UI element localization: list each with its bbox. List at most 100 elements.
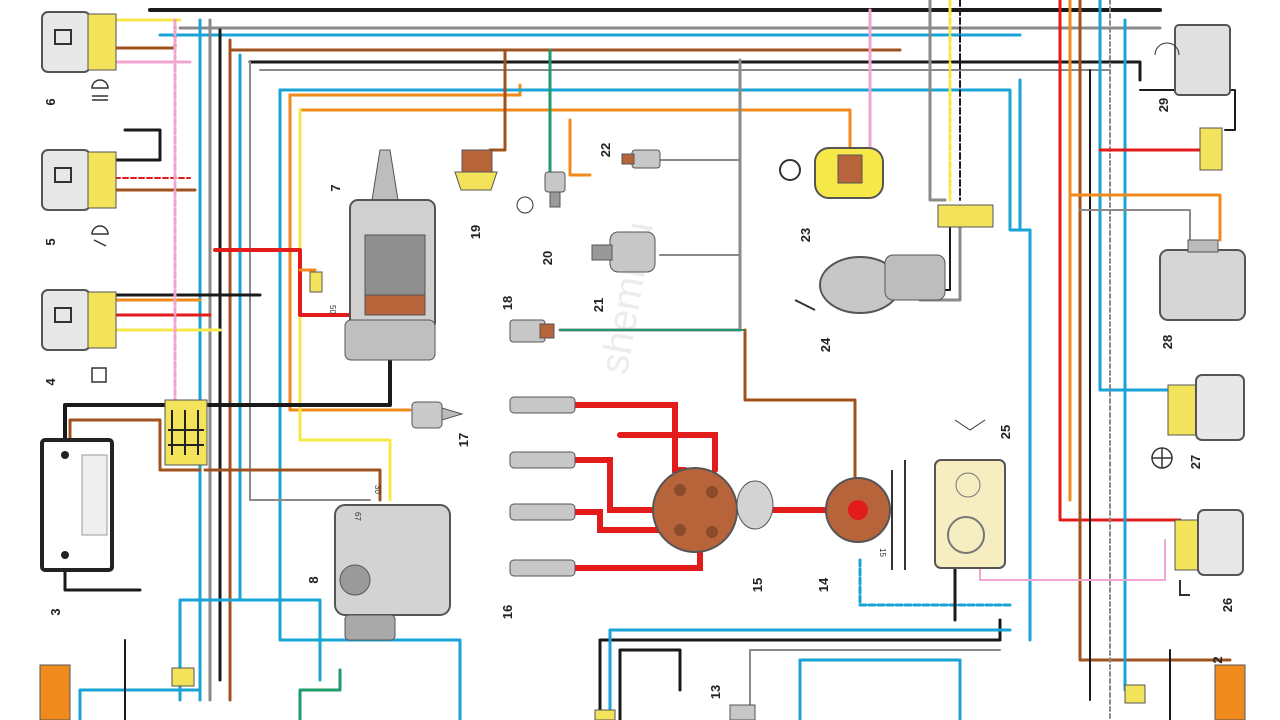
spark-plug-icon: [509, 396, 576, 577]
wiper-motor-icon: [794, 254, 946, 314]
ignition-coil-14[interactable]: [825, 460, 906, 570]
capacitor-icon: [411, 401, 464, 429]
fuse-block: [164, 399, 208, 466]
wire-washer-pink: [979, 539, 1166, 581]
high-beam-relay-icon: [91, 225, 109, 247]
component-label-27: 27: [1188, 455, 1203, 469]
component-label-23: 23: [798, 228, 813, 242]
side-indicator-2[interactable]: [39, 664, 1246, 720]
component-label-6: 6: [43, 98, 58, 105]
battery-3[interactable]: [40, 438, 114, 572]
alt-terminal-label-2: 67: [353, 512, 362, 521]
wire-alt-blue: [238, 598, 322, 682]
distributor-icon: [652, 467, 774, 553]
switch-19[interactable]: [454, 149, 498, 191]
wire-relay5-black: [113, 128, 162, 162]
wire-fuse-brown: [203, 468, 382, 502]
component-label-17: 17: [456, 433, 471, 447]
bottom-connectors: [171, 667, 1146, 720]
alternator-8[interactable]: [334, 504, 451, 641]
wire-brown-19: [488, 48, 507, 152]
sensor-23[interactable]: [779, 147, 884, 199]
component-label-2: 2: [1210, 656, 1225, 663]
ht-lead-3: [572, 509, 668, 533]
regulator-28[interactable]: [1159, 239, 1246, 321]
wire-battery-brown: [68, 418, 202, 472]
component-label-7: 7: [328, 184, 343, 191]
wire-right-blue-2: [1098, 0, 1172, 392]
wire-bottom-left-green: [298, 668, 342, 720]
side-indicator-lamp-icon: [1214, 664, 1246, 720]
wire-left-orange: [288, 93, 412, 412]
component-label-25: 25: [998, 425, 1013, 439]
sensor-22[interactable]: [621, 149, 661, 169]
component-label-3: 3: [48, 608, 63, 615]
wire-top-black-2: [248, 60, 1142, 82]
brake-fluid-sensor-icon: [779, 147, 884, 199]
wire-bottom-left-blue: [78, 688, 202, 720]
spark-plugs-16[interactable]: [509, 396, 576, 577]
switch-20[interactable]: [516, 171, 566, 214]
starter-motor-icon: [344, 149, 436, 361]
relay-4[interactable]: [41, 289, 117, 383]
alternator-icon: [334, 504, 451, 641]
component-label-5: 5: [43, 238, 58, 245]
fan-relay-icon: [1151, 447, 1173, 469]
relay-26[interactable]: [1174, 509, 1244, 596]
warning-sensor-icon: [621, 149, 661, 169]
component-label-19: 19: [468, 225, 483, 239]
wire-coil-blue: [858, 558, 1012, 607]
component-labels: 2345678131415161718192021222324252627282…: [43, 98, 1235, 699]
relay-6[interactable]: [41, 11, 117, 101]
relay-5[interactable]: [41, 149, 117, 247]
relay-29[interactable]: [1154, 24, 1231, 171]
component-label-22: 22: [598, 143, 613, 157]
wire-right-red: [1058, 0, 1182, 522]
capacitor-17[interactable]: [411, 401, 464, 429]
sensor-icon: [729, 704, 756, 720]
component-label-28: 28: [1160, 335, 1175, 349]
component-label-26: 26: [1220, 598, 1235, 612]
horn-relay-icon: [1179, 580, 1190, 596]
wire-left-blue-2: [178, 53, 242, 702]
wire-orange-22: [568, 118, 592, 177]
sensor-18[interactable]: [509, 319, 555, 343]
wire-battery-black: [63, 358, 392, 452]
wire-bottom-black-2: [618, 648, 682, 720]
wire-right-brown: [1078, 0, 1232, 662]
wire-bottom-grey: [749, 649, 1001, 720]
relay-27[interactable]: [1151, 374, 1245, 469]
starter-7[interactable]: [309, 149, 436, 361]
component-label-8: 8: [306, 576, 321, 583]
component-label-4: 4: [43, 378, 58, 386]
wire-orange-to-23: [298, 108, 852, 152]
oil-pressure-sensor-icon: [591, 231, 656, 273]
starter-terminal-label: 50: [328, 305, 337, 314]
wiper-motor-24[interactable]: [794, 254, 946, 314]
wiper-relay-icon: [1154, 24, 1231, 96]
alt-terminal-label-1: 30: [373, 485, 382, 494]
washer-reservoir-25[interactable]: [934, 419, 1006, 569]
component-label-20: 20: [540, 251, 555, 265]
component-label-24: 24: [818, 337, 833, 352]
relay-icon: [91, 367, 107, 383]
wire-right-grey-28: [1079, 209, 1191, 241]
component-label-21: 21: [591, 298, 606, 312]
sensor-13[interactable]: [729, 704, 756, 720]
low-beam-relay-icon: [91, 79, 109, 101]
wire-top-orange: [288, 83, 522, 97]
ht-lead-2: [572, 457, 668, 513]
oil-pressure-switch-icon: [454, 149, 498, 191]
component-label-18: 18: [500, 296, 515, 310]
voltage-regulator-icon: [1159, 239, 1246, 321]
component-label-13: 13: [708, 685, 723, 699]
component-label-16: 16: [500, 605, 515, 619]
wire-center-brown: [743, 328, 857, 482]
sensor-21[interactable]: [591, 231, 656, 273]
washer-reservoir-icon: [934, 419, 1006, 569]
wire-right-grey: [928, 0, 947, 202]
distributor-15[interactable]: [652, 467, 774, 553]
wire-starter-red: [213, 248, 382, 317]
